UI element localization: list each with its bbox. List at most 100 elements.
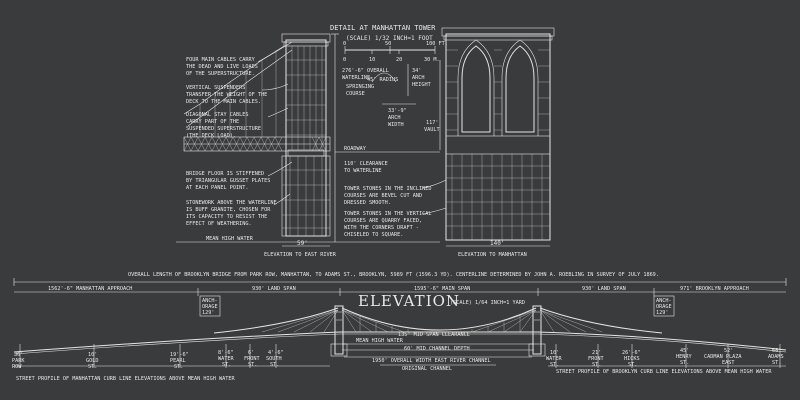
- note-floor-1: BRIDGE FLOOR IS STIFFENED: [186, 171, 264, 177]
- detail-scale: (SCALE) 1/32 INCH=1 FOOT: [346, 35, 433, 42]
- brooklyn-approach: 971' BROOKLYN APPROACH: [680, 286, 749, 292]
- note-vertical-2: COURSES ARE QUARRY FACED,: [344, 218, 422, 224]
- note-cables-3: OF THE SUPERSTRUCTURE.: [186, 71, 255, 77]
- anchorage-manhattan: ANCH- ORAGE 129': [199, 295, 221, 317]
- anchorage-left-1: ANCH-: [202, 298, 218, 304]
- street-gold-2: ST.: [88, 364, 97, 370]
- street-hicks-2: ST.: [628, 362, 637, 368]
- land-span-right: 930' LAND SPAN: [582, 286, 626, 292]
- side-tower: MEAN HIGH WATER 59' ELEVATION TO EAST RI…: [176, 33, 440, 258]
- scale-feet-0: 0: [343, 41, 346, 47]
- scale-feet-100: 100 FT.: [426, 41, 448, 47]
- street-cadman-elev: 52': [724, 348, 733, 354]
- front-tower: 140' ELEVATION TO MANHATTAN: [441, 27, 555, 258]
- elevation-section: OVERALL LENGTH OF BROOKLYN BRIDGE FROM P…: [12, 272, 787, 382]
- anchorage-left-2: ORAGE: [202, 304, 218, 310]
- arch-height-1: 34': [412, 68, 421, 74]
- radius-label: 45' RADIUS: [367, 77, 398, 83]
- street-park-row-elev: 36': [14, 352, 23, 358]
- note-floor-2: BY TRIANGULAR GUSSET PLATES: [186, 178, 270, 184]
- street-henry-1: HENRY: [676, 354, 692, 360]
- scale-m-20: 20: [396, 57, 402, 63]
- street-pearl-1: PEARL: [170, 358, 186, 364]
- street-front-elev: 6': [248, 350, 254, 356]
- arch-height-2: ARCH: [412, 75, 425, 81]
- street-profile-manhattan: STREET PROFILE OF MANHATTAN CURB LINE EL…: [16, 376, 235, 382]
- street-henry-2: ST.: [680, 360, 689, 366]
- roadway-label: ROADWAY: [344, 146, 367, 152]
- note-inclined-1: TOWER STONES IN THE INCLINED: [344, 186, 431, 192]
- main-span: 1595'-6" MAIN SPAN: [414, 286, 470, 292]
- springing-1: SPRINGING: [346, 84, 374, 90]
- note-floor-3: AT EACH PANEL POINT.: [186, 185, 248, 191]
- note-stone-2: IS BUFF GRANITE, CHOSEN FOR: [186, 207, 271, 213]
- elevation-scale: (SCALE) 1/64 INCH=1 YARD: [450, 300, 525, 306]
- front-caption: ELEVATION TO MANHATTAN: [458, 252, 527, 258]
- arch-height-3: HEIGHT: [412, 82, 431, 88]
- mid-span-clearance: 135' MID SPAN CLEARANCE: [398, 332, 470, 338]
- street-front-2: ST.: [248, 362, 257, 368]
- street-gold-1: GOLD: [86, 358, 99, 364]
- side-width: 59': [297, 240, 308, 247]
- arch-width-2: ARCH: [388, 115, 401, 121]
- street-water-1: WATER: [218, 356, 234, 362]
- street-b-water-2: ST.: [550, 362, 559, 368]
- scale-m-0: 0: [343, 57, 346, 63]
- mean-high-water-detail: MEAN HIGH WATER: [206, 236, 254, 242]
- street-south-2: ST.: [270, 362, 279, 368]
- street-pearl-2: ST.: [174, 364, 183, 370]
- street-pearl-elev: 19'-6": [170, 352, 189, 358]
- note-inclined-2: COURSES ARE BEVEL CUT AND: [344, 193, 422, 199]
- vault-2: VAULT: [424, 127, 440, 133]
- tower-manhattan: [334, 305, 344, 355]
- side-caption: ELEVATION TO EAST RIVER: [264, 252, 337, 258]
- note-stone-3: ITS CAPACITY TO RESIST THE: [186, 214, 267, 220]
- note-stone-4: EFFECT OF WEATHERING.: [186, 221, 252, 227]
- street-front-1: FRONT: [244, 356, 260, 362]
- note-stone-1: STONEWORK ABOVE THE WATERLINE: [186, 200, 277, 206]
- scale-feet-50: 50: [385, 41, 391, 47]
- channel-depth: 60' MID CHANNEL DEPTH: [404, 346, 470, 352]
- note-stays-1: DIAGONAL STAY CABLES: [186, 112, 248, 118]
- anchorage-right-3: 129': [656, 310, 669, 316]
- overall-length: OVERALL LENGTH OF BROOKLYN BRIDGE FROM P…: [128, 272, 659, 278]
- original-channel: ORIGINAL CHANNEL: [402, 366, 452, 372]
- elevation-title: ELEVATION: [358, 292, 460, 310]
- street-adams-elev: 68': [772, 348, 781, 354]
- street-b-water-1: WATER: [546, 356, 562, 362]
- note-stays-3: SUSPENDED SUPERSTRUCTURE: [186, 126, 261, 132]
- tower-dimensions: 276'-6" OVERALL WATERLINE SPRINGING COUR…: [331, 33, 447, 242]
- street-hicks-elev: 26'-6": [622, 350, 641, 356]
- vault-1: 117': [426, 120, 439, 126]
- street-water-2: ST.: [222, 362, 231, 368]
- land-span-left: 930' LAND SPAN: [252, 286, 296, 292]
- arch-width-3: WIDTH: [388, 122, 404, 128]
- street-south-1: SOUTH: [266, 356, 282, 362]
- street-gold-elev: 10': [88, 352, 97, 358]
- springing-2: COURSE: [346, 91, 365, 97]
- street-hicks-1: HICKS: [624, 356, 640, 362]
- street-water-elev: 8'-6": [218, 350, 234, 356]
- street-profile-brooklyn: STREET PROFILE OF BROOKLYN CURB LINE ELE…: [556, 369, 772, 375]
- note-suspenders-3: DECK TO THE MAIN CABLES.: [186, 99, 261, 105]
- channel-width: 1950' OVERALL WIDTH EAST RIVER CHANNEL: [372, 358, 491, 364]
- note-inclined-3: DRESSED SMOOTH.: [344, 200, 391, 206]
- scale-bar: 0 50 100 FT. 0 10 20 30 M.: [343, 41, 448, 63]
- detail-title: DETAIL AT MANHATTAN TOWER: [330, 24, 436, 32]
- street-cadman-2: EAST: [722, 360, 735, 366]
- clearance-2: TO WATERLINE: [344, 168, 381, 174]
- street-b-front-2: ST.: [592, 362, 601, 368]
- note-suspenders-1: VERTICAL SUSPENDERS: [186, 85, 245, 91]
- tower-brooklyn: [532, 305, 542, 355]
- street-b-front-elev: 21': [592, 350, 601, 356]
- note-suspenders-2: TRANSFER THE WEIGHT OF THE: [186, 92, 267, 98]
- clearance-1: 110' CLEARANCE: [344, 161, 388, 167]
- street-adams-2: ST.: [772, 360, 781, 366]
- bridge-profile: [13, 305, 787, 357]
- note-vertical-3: WITH THE CORNERS DRAFT -: [344, 225, 419, 231]
- street-south-elev: 4'-6": [268, 350, 284, 356]
- manhattan-approach: 1562'-6" MANHATTAN APPROACH: [48, 286, 132, 292]
- street-park-row-1: PARK: [12, 358, 25, 364]
